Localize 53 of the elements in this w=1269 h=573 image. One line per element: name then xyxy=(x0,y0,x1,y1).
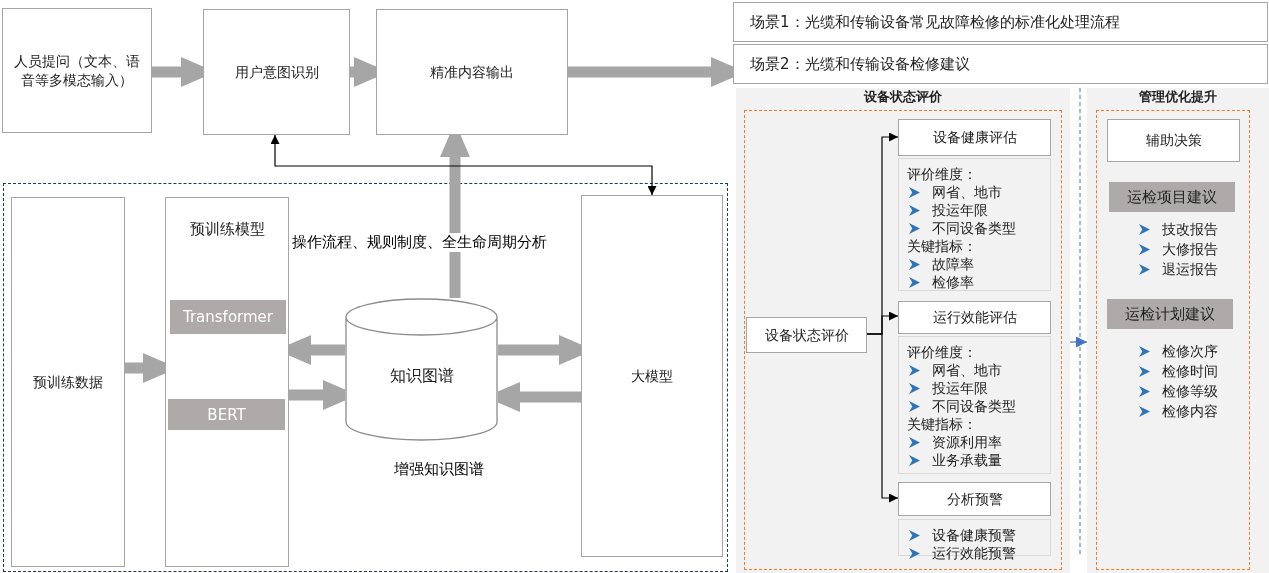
model-column xyxy=(165,197,289,567)
model-box: 大模型 xyxy=(581,195,723,557)
panel-heading: 管理优化提升 xyxy=(1138,88,1218,106)
data-box: 预训练数据 xyxy=(11,197,125,567)
category-tag: 运检项目建议 xyxy=(1109,182,1235,212)
list-item: 不同设备类型 xyxy=(932,219,1016,237)
edge-label: 操作流程、规则制度、全生命周期分析 xyxy=(290,233,549,252)
list-item: 设备健康预警 xyxy=(932,526,1016,544)
process-box: 设备状态评价 xyxy=(746,317,867,353)
list-item: 故障率 xyxy=(932,255,974,273)
list-item: 技改报告 xyxy=(1162,220,1218,239)
list-item: 业务承载量 xyxy=(932,451,1002,469)
list-heading: 关键指标： xyxy=(907,237,977,255)
detail-panel xyxy=(898,158,1051,291)
list-heading: 评价维度： xyxy=(907,343,977,361)
category-box: 分析预警 xyxy=(898,482,1051,516)
detail-panel xyxy=(898,336,1051,474)
scenario-row: 场景1：光缆和传输设备常见故障检修的标准化处理流程 xyxy=(733,2,1268,42)
category-tag: 运检计划建议 xyxy=(1107,299,1233,329)
category-box: 运行效能评估 xyxy=(898,301,1051,334)
list-item: 检修等级 xyxy=(1162,382,1218,401)
list-item: 检修率 xyxy=(932,273,974,291)
list-item: 退运报告 xyxy=(1162,260,1218,279)
list-item: 检修次序 xyxy=(1162,342,1218,361)
list-heading: 关键指标： xyxy=(907,415,977,433)
list-item: 检修内容 xyxy=(1162,402,1218,421)
model-tag: BERT xyxy=(168,399,285,430)
model-tag: Transformer xyxy=(170,300,286,334)
arrow xyxy=(270,134,657,196)
list-item: 不同设备类型 xyxy=(932,397,1016,415)
list-item: 网省、地市 xyxy=(932,183,1002,201)
list-item: 投运年限 xyxy=(932,379,988,397)
list-heading: 评价维度： xyxy=(907,165,977,183)
list-item: 资源利用率 xyxy=(932,433,1002,451)
panel-heading: 设备状态评价 xyxy=(863,88,943,106)
input-box: 人员提问（文本、语音等多模态输入） xyxy=(2,8,152,133)
section-panel xyxy=(1087,88,1269,573)
decision-box: 辅助决策 xyxy=(1107,119,1240,162)
node-label: 知识图谱 xyxy=(388,365,455,387)
node-caption: 增强知识图谱 xyxy=(393,460,485,479)
list-item: 运行效能预警 xyxy=(932,544,1016,562)
list-item: 网省、地市 xyxy=(932,361,1002,379)
arrow xyxy=(866,333,899,503)
list-item: 检修时间 xyxy=(1162,362,1218,381)
arrow xyxy=(1069,336,1088,348)
list-item: 投运年限 xyxy=(932,201,988,219)
output-box: 精准内容输出 xyxy=(376,9,568,135)
dashed-frame xyxy=(3,183,728,572)
category-box: 设备健康评估 xyxy=(898,119,1051,156)
list-item: 大修报告 xyxy=(1162,240,1218,259)
scenario-row: 场景2：光缆和传输设备检修建议 xyxy=(733,44,1268,84)
column-heading: 预训练模型 xyxy=(188,220,266,239)
process-box: 用户意图识别 xyxy=(203,9,350,135)
